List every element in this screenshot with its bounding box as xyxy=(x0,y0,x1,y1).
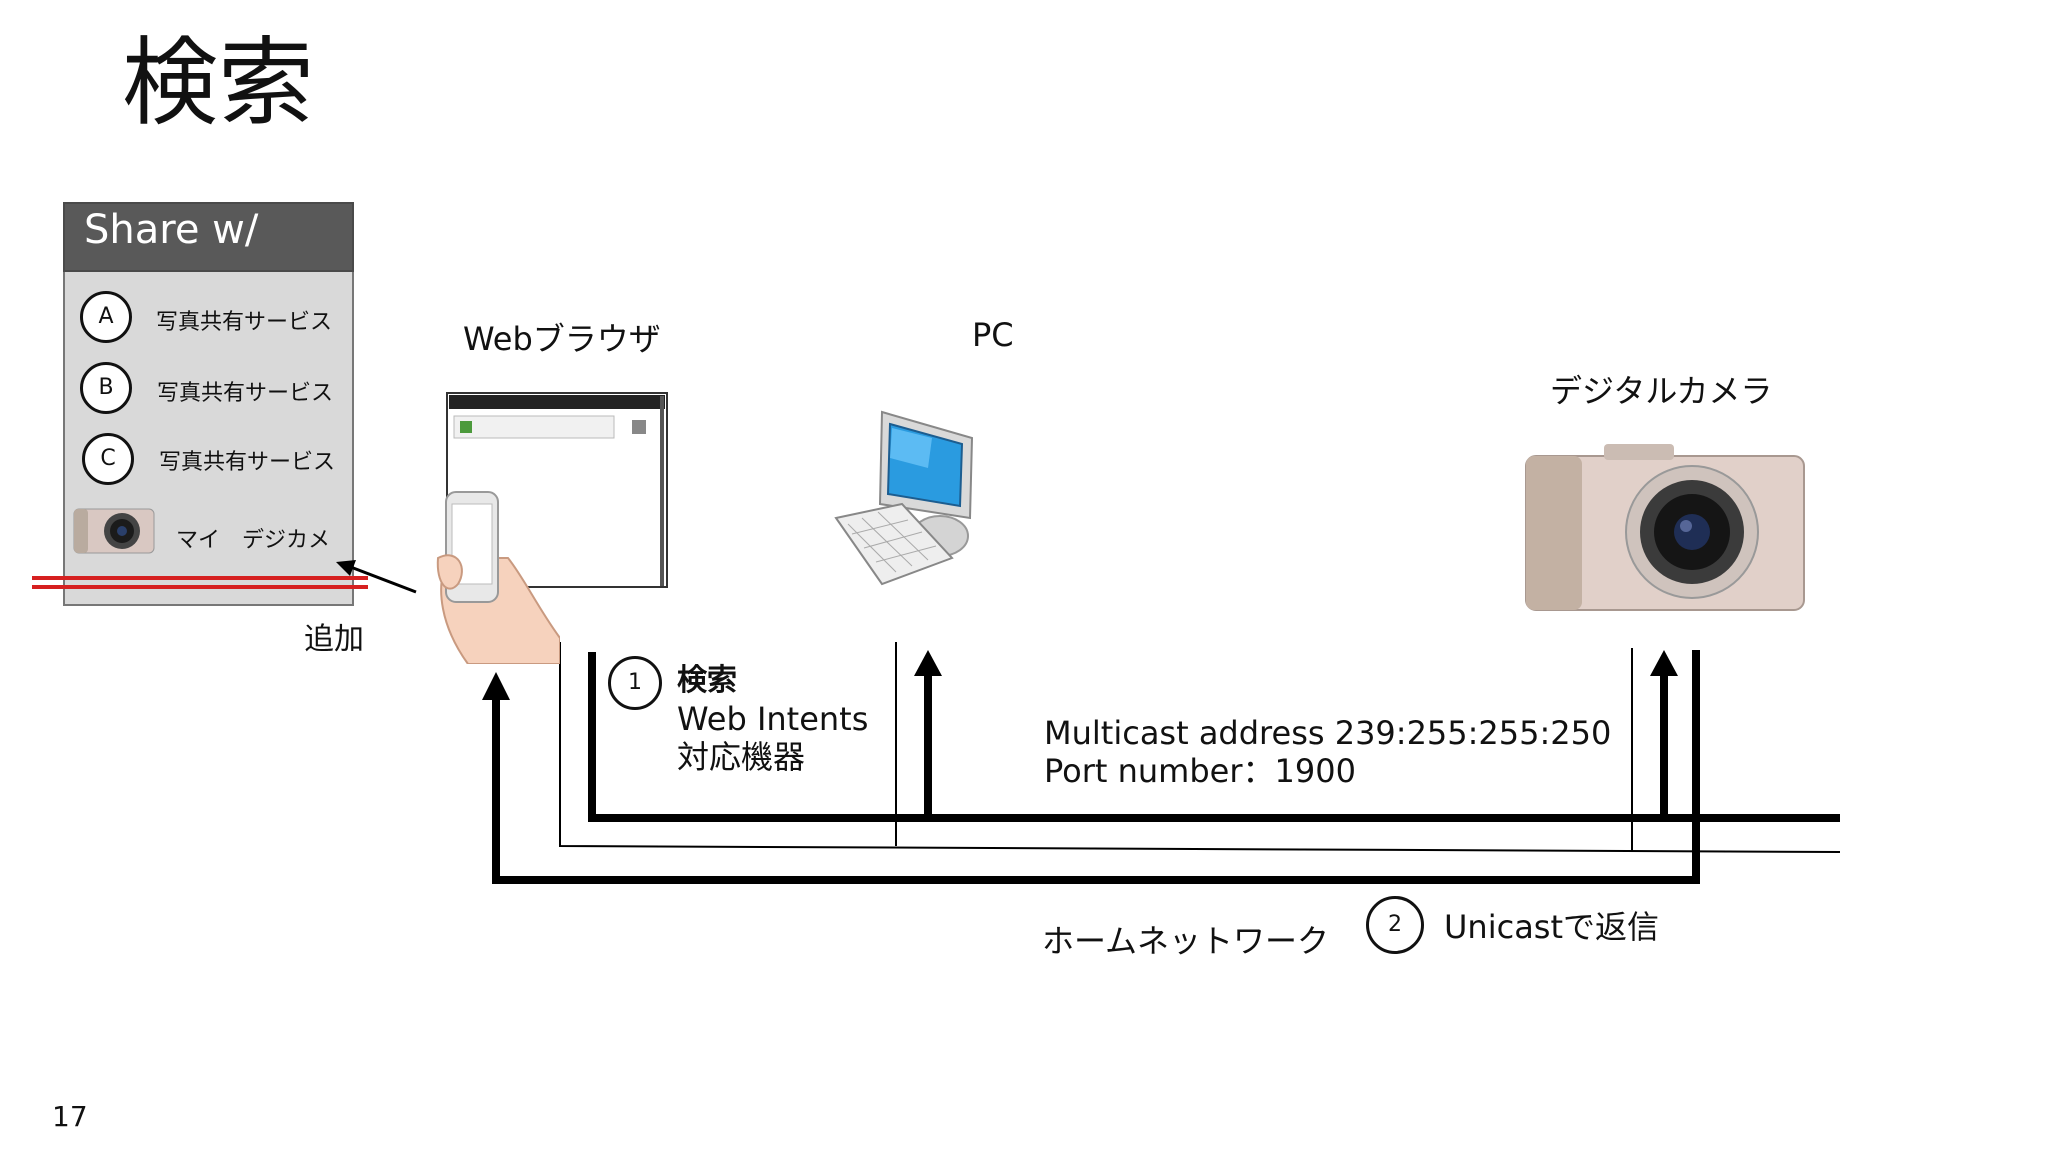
step-2-text: Unicastで返信 xyxy=(1444,908,1660,946)
share-option-a[interactable]: A xyxy=(80,291,132,343)
step-1-title: 検索 xyxy=(677,663,737,698)
home-network-line xyxy=(559,642,1841,853)
camera-arrowhead xyxy=(1650,650,1678,676)
highlight-line xyxy=(32,585,368,589)
smartphone-browser-icon xyxy=(446,392,668,588)
share-panel-header xyxy=(63,202,354,272)
add-pointer-arrow xyxy=(347,564,417,594)
multicast-address: Multicast address 239:255:255:250 xyxy=(1044,714,1612,752)
share-option-label: 写真共有サービス xyxy=(157,381,334,406)
camera-label: デジタルカメラ xyxy=(1550,372,1773,410)
share-option-c[interactable]: C xyxy=(82,433,134,485)
desktop-computer-icon xyxy=(832,408,982,592)
add-pointer-arrowhead xyxy=(336,560,356,576)
multicast-path xyxy=(588,652,1840,822)
option-badge: C xyxy=(82,433,134,485)
step-1-badge: 1 xyxy=(608,656,662,710)
browser-label: Webブラウザ xyxy=(463,320,661,358)
pc-label: PC xyxy=(972,316,1014,354)
digital-camera-icon xyxy=(1524,440,1806,612)
browser-arrowhead xyxy=(482,672,510,700)
hand-holding-phone-icon xyxy=(428,488,561,665)
share-option-label: 写真共有サービス xyxy=(156,310,333,335)
page-title: 検索 xyxy=(122,27,314,139)
pc-arrowhead xyxy=(914,650,942,676)
share-panel-title: Share w/ xyxy=(84,207,259,253)
step-1-line2: 対応機器 xyxy=(677,738,806,776)
camera-icon xyxy=(72,503,156,555)
share-option-label: 写真共有サービス xyxy=(159,450,336,475)
unicast-reply-path xyxy=(492,650,1700,884)
step-1-line1: Web Intents xyxy=(677,700,869,738)
option-badge: A xyxy=(80,291,132,343)
highlight-line xyxy=(32,576,368,580)
home-network-label: ホームネットワーク xyxy=(1042,922,1330,960)
camera-item-label[interactable]: マイ デジカメ xyxy=(176,528,331,553)
step-2-badge: 2 xyxy=(1366,896,1424,954)
page-number: 17 xyxy=(52,1100,88,1133)
option-badge: B xyxy=(80,362,132,414)
add-label: 追加 xyxy=(304,622,364,657)
share-option-b[interactable]: B xyxy=(80,362,132,414)
port-number: Port number：1900 xyxy=(1044,752,1356,790)
